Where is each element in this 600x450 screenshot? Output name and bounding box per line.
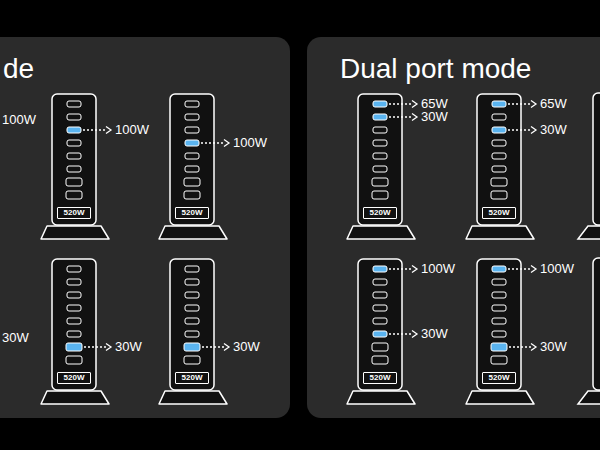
power-badge: 520W [175, 207, 209, 219]
wattage-label: 30W [421, 109, 448, 125]
charger-tower: 520W [158, 93, 228, 241]
power-badge: 520W [482, 372, 516, 384]
power-badge: 520W [57, 207, 91, 219]
charger-tower: 520W [158, 258, 228, 406]
wattage-label: 100W [540, 261, 574, 277]
charger-tower: 520W [40, 258, 110, 406]
wattage-label: 65W [540, 96, 567, 112]
wattage-label: 30W [421, 326, 448, 342]
charger-tower: 520W [40, 93, 110, 241]
panel-heading: Dual port mode [340, 53, 531, 85]
wattage-label: 30W [115, 339, 142, 355]
charger-tower: 520W [465, 93, 535, 241]
power-badge: 520W [482, 207, 516, 219]
wattage-label: 30W [2, 330, 29, 346]
wattage-label: 100W [233, 135, 267, 151]
wattage-label: 30W [540, 339, 567, 355]
charger-tower: 520W [346, 258, 416, 406]
charger-tower: 520W [465, 258, 535, 406]
wattage-label: 100W [115, 122, 149, 138]
wattage-label: 100W [421, 261, 455, 277]
mode-panel: de 520W 520W 520W 520W [0, 37, 290, 418]
power-badge: 520W [363, 207, 397, 219]
power-badge: 520W [175, 372, 209, 384]
wattage-label: 30W [233, 339, 260, 355]
charger-tower: 520W [346, 93, 416, 241]
power-badge: 520W [57, 372, 91, 384]
panel-heading: de [3, 53, 34, 85]
wattage-label: 30W [540, 122, 567, 138]
mode-panel: Dual port mode 520W 520W 520W 520W [307, 37, 600, 418]
power-badge: 520W [363, 372, 397, 384]
wattage-label: 100W [2, 112, 36, 128]
